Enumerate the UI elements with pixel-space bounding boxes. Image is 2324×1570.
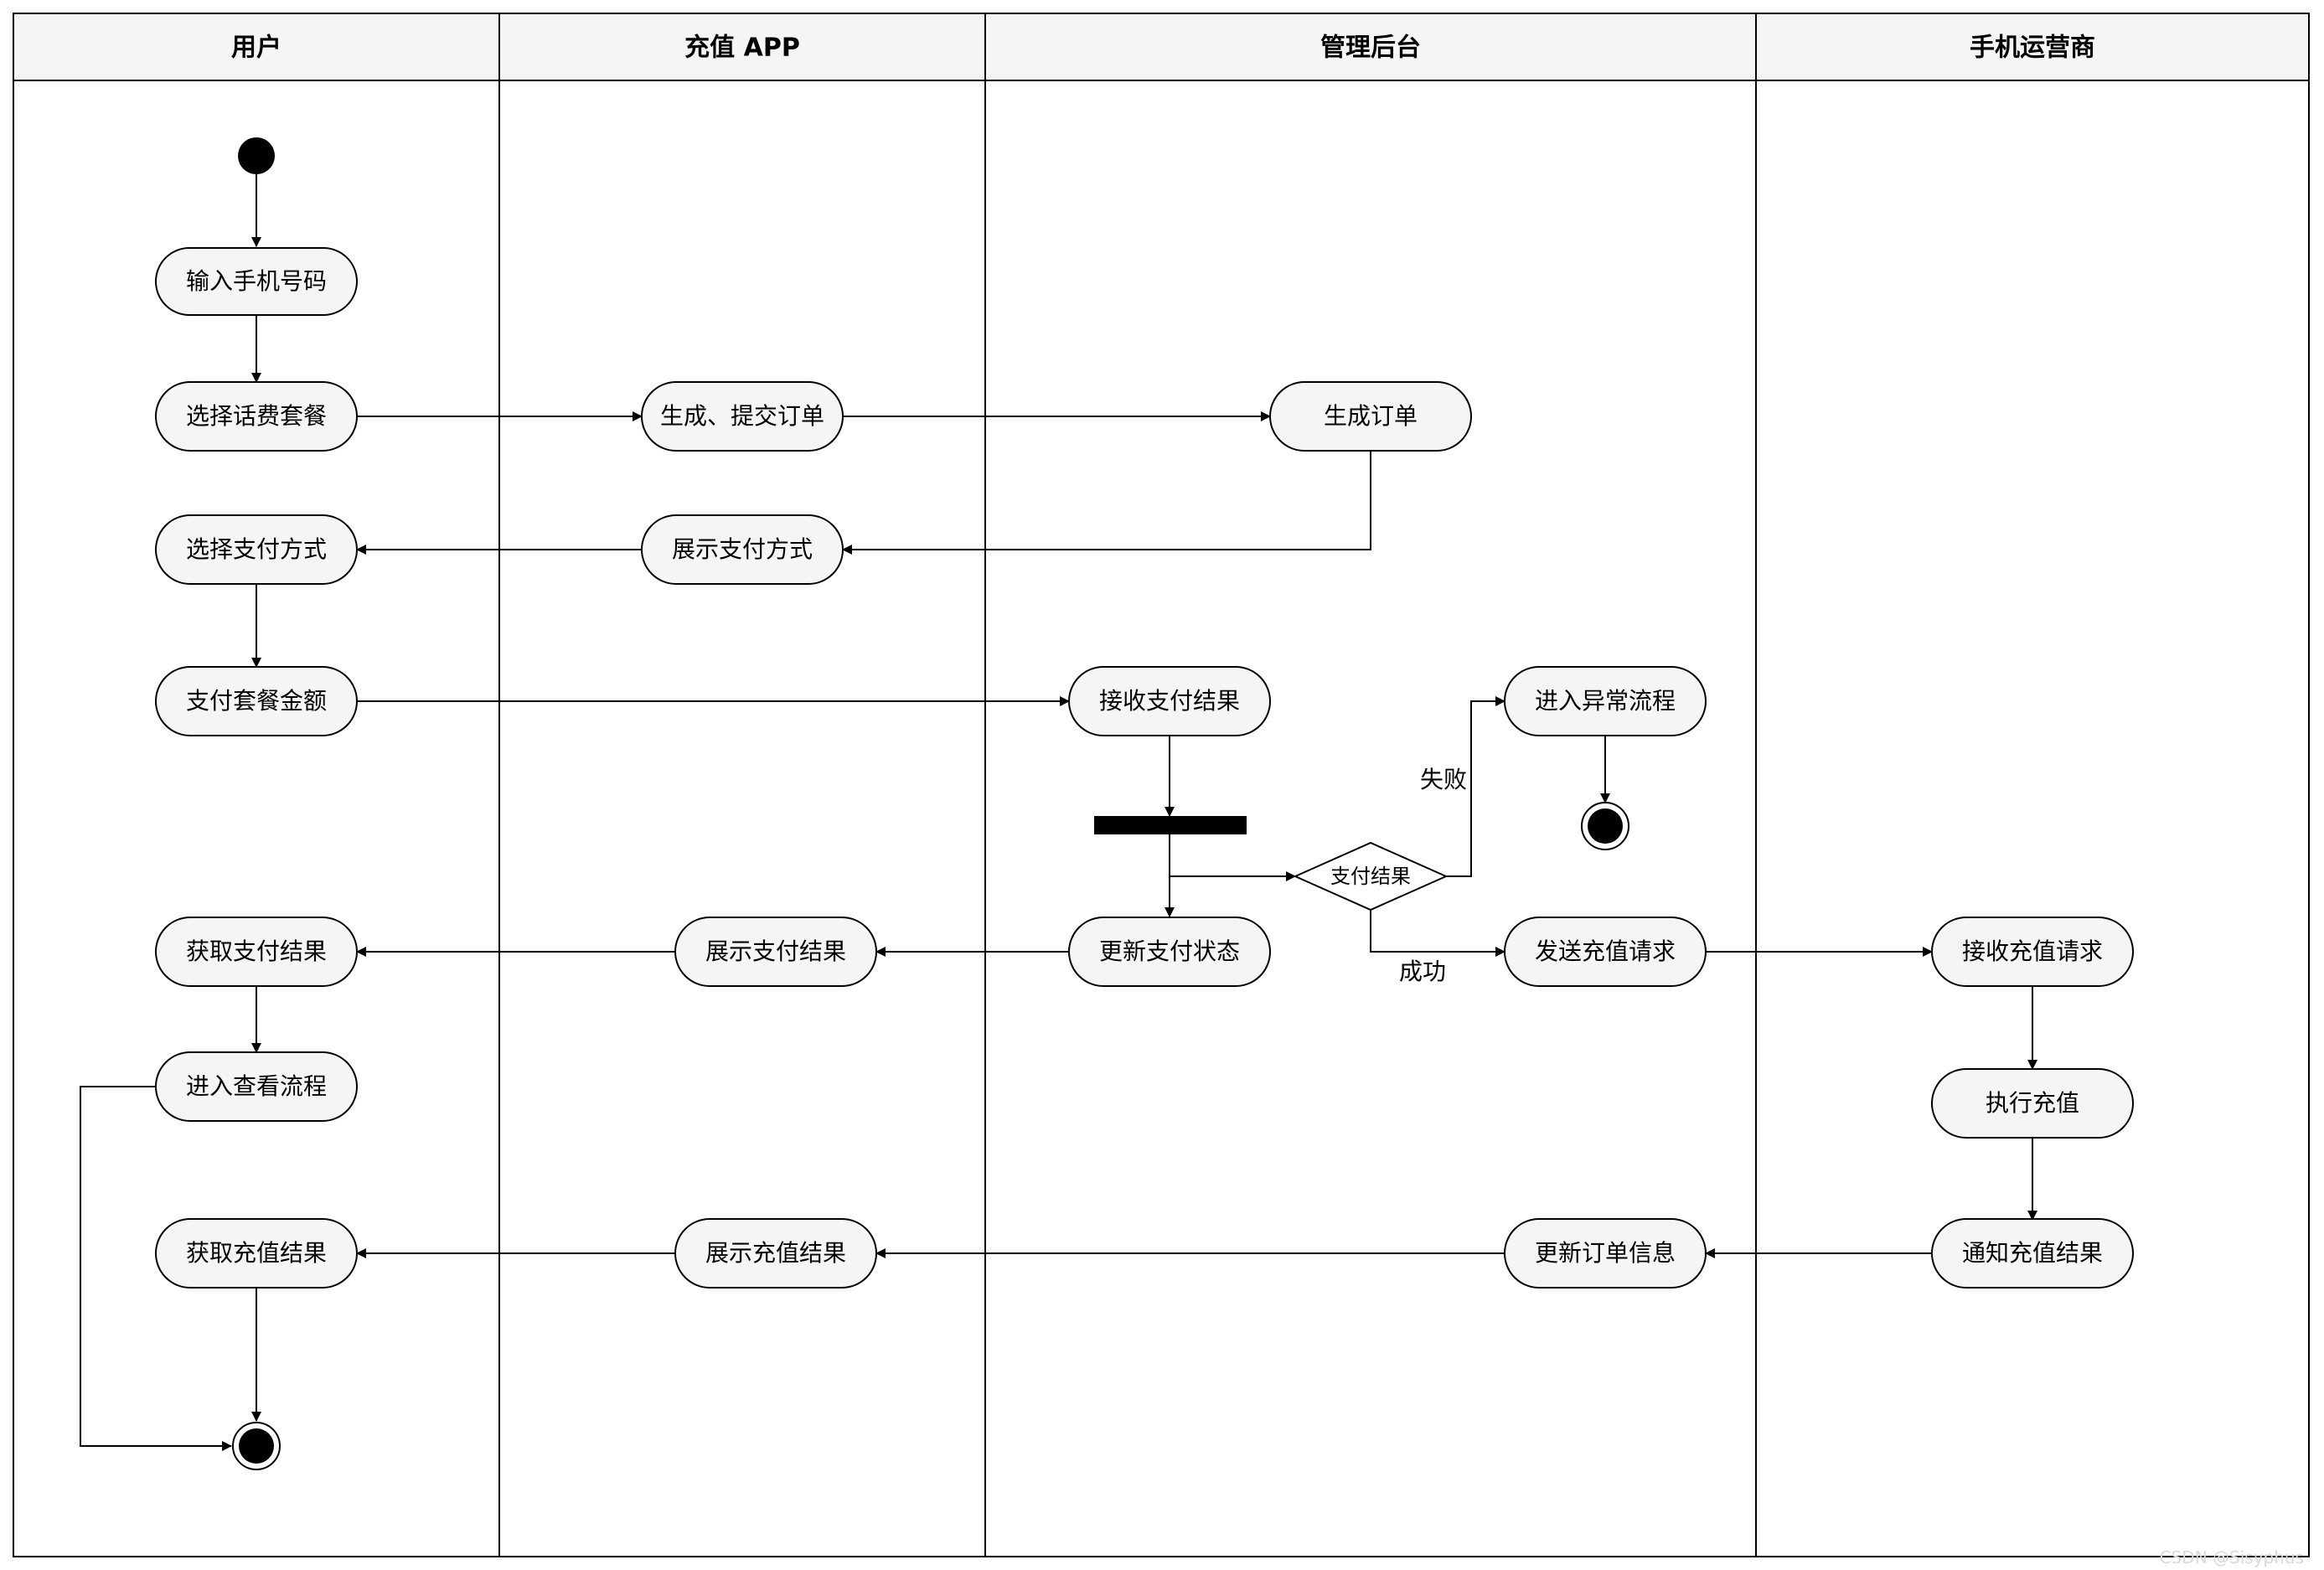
lane-title-admin: 管理后台: [1320, 34, 1421, 63]
edges: [80, 174, 2037, 1451]
node-label: 选择话费套餐: [186, 402, 327, 430]
node-select-payment: 选择支付方式: [155, 514, 358, 585]
decision-payment-result: 支付结果: [1293, 841, 1449, 912]
node-show-payment-methods: 展示支付方式: [641, 514, 844, 585]
edge-decision-success: [1370, 910, 1505, 957]
lane-title-user: 用户: [231, 34, 281, 63]
node-label: 发送充值请求: [1535, 937, 1676, 965]
watermark-text: CSDN @Sisyphus: [2160, 1547, 2304, 1567]
node-label: 获取充值结果: [186, 1239, 327, 1267]
node-send-recharge-request: 发送充值请求: [1504, 917, 1707, 987]
node-pay-amount: 支付套餐金额: [155, 666, 358, 736]
node-show-recharge-result: 展示充值结果: [674, 1218, 877, 1289]
decision-diamond: [1293, 841, 1449, 912]
node-label: 接收支付结果: [1099, 687, 1240, 715]
node-label: 进入异常流程: [1535, 687, 1676, 715]
node-execute-recharge: 执行充值: [1931, 1068, 2134, 1139]
node-label: 展示支付方式: [672, 535, 813, 563]
edge-fork-to-decision: [1169, 834, 1296, 881]
node-get-recharge-result: 获取充值结果: [155, 1218, 358, 1289]
node-label: 生成订单: [1324, 402, 1418, 430]
edge-view-flow-to-end: [80, 1086, 232, 1451]
node-show-pay-result: 展示支付结果: [674, 917, 877, 987]
start-node: [238, 137, 275, 174]
node-label: 获取支付结果: [186, 937, 327, 965]
node-receive-pay-result: 接收支付结果: [1068, 666, 1271, 736]
edge-create-order-to-show-methods: [842, 451, 1371, 555]
edge-label-fail: 失败: [1420, 766, 1467, 793]
node-get-pay-result: 获取支付结果: [155, 917, 358, 987]
diagram-frame: [13, 13, 2310, 1557]
node-label: 进入查看流程: [186, 1072, 327, 1100]
node-label: 通知充值结果: [1962, 1239, 2103, 1267]
node-input-phone: 输入手机号码: [155, 247, 358, 316]
edge-label-success: 成功: [1399, 958, 1446, 985]
node-label: 输入手机号码: [186, 267, 327, 295]
node-label: 生成、提交订单: [660, 402, 824, 430]
node-label: 展示支付结果: [705, 937, 846, 965]
node-label: 选择支付方式: [186, 535, 327, 563]
node-enter-exception-flow: 进入异常流程: [1504, 666, 1707, 736]
end-node-exception-core: [1588, 808, 1623, 844]
action-nodes: 输入手机号码 选择话费套餐 选择支付方式 支付套餐金额 获取支付结果 进入查看流…: [155, 247, 2134, 1289]
node-label: 支付套餐金额: [186, 687, 327, 715]
node-label: 更新支付状态: [1099, 937, 1240, 965]
swimlanes: 用户 充值 APP 管理后台 手机运营商: [13, 13, 2310, 1557]
node-receive-recharge-request: 接收充值请求: [1931, 917, 2134, 987]
fork-bar: [1094, 816, 1247, 834]
decision-label: 支付结果: [1330, 865, 1411, 888]
lane-header-bar: [13, 13, 2310, 81]
node-label: 更新订单信息: [1535, 1239, 1676, 1267]
control-nodes: [232, 137, 1629, 1470]
node-label: 接收充值请求: [1962, 937, 2103, 965]
end-node-user-core: [239, 1428, 274, 1464]
node-label: 展示充值结果: [705, 1239, 846, 1267]
node-create-submit-order: 生成、提交订单: [641, 381, 844, 452]
node-notify-recharge-result: 通知充值结果: [1931, 1218, 2134, 1289]
node-select-plan: 选择话费套餐: [155, 381, 358, 452]
node-update-order-info: 更新订单信息: [1504, 1218, 1707, 1289]
node-enter-view-flow: 进入查看流程: [155, 1051, 358, 1122]
lane-title-carrier: 手机运营商: [1970, 34, 2095, 63]
node-create-order: 生成订单: [1269, 381, 1472, 452]
node-update-pay-status: 更新支付状态: [1068, 917, 1271, 987]
node-label: 执行充值: [1986, 1089, 2079, 1117]
edge-decision-fail: [1446, 696, 1505, 877]
lane-title-app: 充值 APP: [684, 34, 800, 63]
